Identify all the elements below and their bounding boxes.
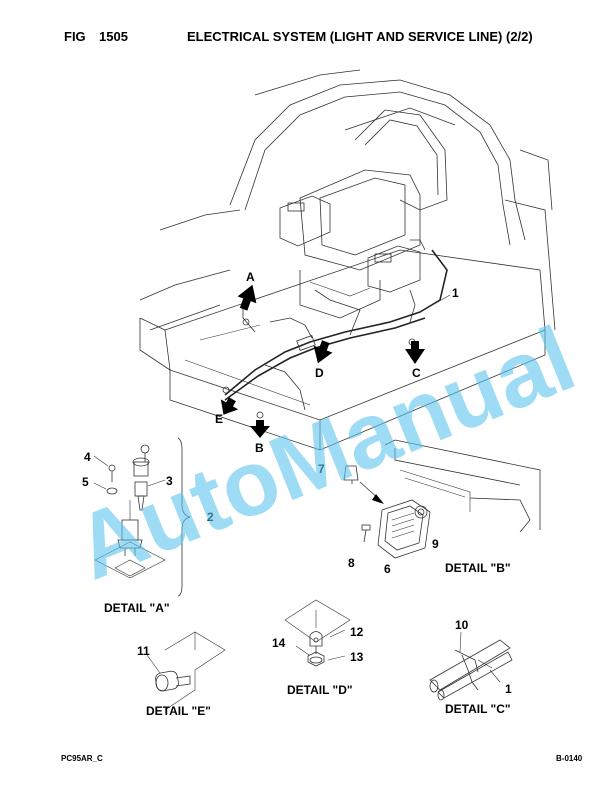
detail-a-title: DETAIL "A"	[104, 601, 170, 615]
view-a-letter: A	[246, 270, 255, 284]
callout-9: 9	[432, 537, 439, 551]
callout-13: 13	[350, 650, 364, 664]
detail-d-drawing	[284, 599, 351, 667]
footer-page: B-0140	[556, 754, 583, 763]
callout-10: 10	[455, 618, 469, 632]
callout-1-detail-c: 1	[505, 682, 512, 696]
callout-6: 6	[384, 562, 391, 576]
figure-number: 1505	[99, 29, 128, 44]
view-d-letter: D	[315, 366, 324, 380]
leader-1-main	[419, 294, 451, 313]
detail-a-drawing	[93, 437, 191, 597]
callout-8: 8	[348, 556, 355, 570]
machine-body-outline	[139, 69, 556, 451]
figure-label: FIG	[64, 29, 86, 44]
detail-c-title: DETAIL "C"	[445, 702, 511, 716]
detail-b-drawing	[343, 439, 541, 559]
detail-d-title: DETAIL "D"	[287, 683, 353, 697]
view-b-letter: B	[255, 441, 264, 455]
callout-1: 1	[452, 286, 459, 300]
callout-11: 11	[137, 644, 150, 658]
footer-model: PC95AR_C	[61, 754, 103, 763]
callout-4: 4	[84, 450, 91, 464]
view-letters: A D C E B	[215, 270, 421, 455]
callout-5: 5	[82, 475, 89, 489]
operator-seat	[279, 109, 448, 319]
callout-14: 14	[272, 636, 286, 650]
detail-e-title: DETAIL "E"	[146, 704, 211, 718]
callout-3: 3	[166, 474, 173, 488]
callout-2: 2	[207, 510, 214, 524]
callout-7: 7	[318, 462, 325, 476]
detail-titles: DETAIL "A" DETAIL "B" DETAIL "C" DETAIL …	[104, 561, 511, 718]
figure-title: ELECTRICAL SYSTEM (LIGHT AND SERVICE LIN…	[187, 29, 533, 44]
view-e-letter: E	[215, 412, 223, 426]
view-arrows	[220, 284, 425, 438]
view-c-letter: C	[412, 366, 421, 380]
detail-b-title: DETAIL "B"	[445, 561, 511, 575]
detail-e-drawing	[146, 631, 226, 711]
callout-labels: 1 2 3 4 5 6 7 8 9 10 11 12 13 14 1	[82, 286, 512, 696]
callout-12: 12	[350, 625, 364, 639]
detail-c-drawing	[429, 631, 513, 701]
